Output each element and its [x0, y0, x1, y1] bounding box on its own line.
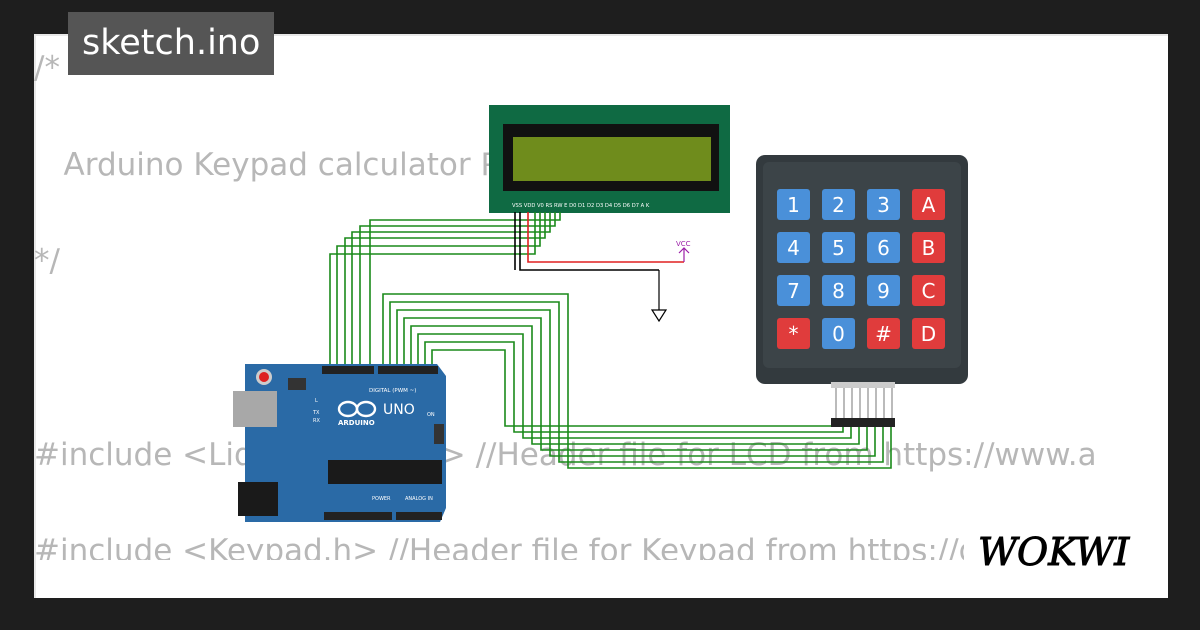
atmega-chip — [328, 460, 442, 484]
key-label: 3 — [877, 193, 890, 217]
key-label: B — [922, 236, 936, 260]
wire — [359, 212, 556, 366]
ground-symbol — [650, 270, 668, 323]
key-label: C — [922, 279, 936, 303]
wire — [396, 309, 876, 457]
keypad-connector — [831, 388, 895, 427]
analog-label: ANALOG IN — [405, 496, 433, 502]
key-label: # — [875, 322, 892, 346]
key-2[interactable] — [822, 189, 855, 220]
lcd-screen — [513, 137, 711, 181]
key-label: 1 — [787, 193, 800, 217]
key-label: 5 — [832, 236, 845, 260]
wire — [369, 212, 561, 366]
file-title-badge: sketch.ino — [68, 12, 275, 75]
key-label: 7 — [787, 279, 800, 303]
key-B[interactable] — [912, 232, 945, 263]
key-6[interactable] — [867, 232, 900, 263]
power-header — [324, 512, 392, 520]
key-3[interactable] — [867, 189, 900, 220]
code-line: /* — [34, 50, 60, 86]
code-line: */ — [34, 243, 60, 279]
led-label-tx: TX — [312, 410, 320, 416]
wire — [410, 325, 860, 445]
key-0[interactable] — [822, 318, 855, 349]
wokwi-logo-text: WOKWI — [978, 530, 1130, 574]
wire — [389, 301, 884, 463]
lcd-pin-labels: VSS VDD V0 RS RW E D0 D1 D2 D3 D4 D5 D6 … — [512, 203, 650, 209]
keypad[interactable]: 1 2 3 A 4 5 6 B 7 8 9 C * 0 # D — [756, 155, 968, 427]
arduino-logo-icon — [337, 400, 377, 418]
vcc-symbol: VCC — [676, 240, 691, 262]
on-led-label: ON — [427, 412, 435, 418]
digital-header-right — [378, 366, 438, 374]
key-label: * — [789, 322, 799, 346]
wire-group — [329, 212, 892, 469]
wire — [403, 317, 868, 451]
key-#[interactable] — [867, 318, 900, 349]
digital-header-left — [322, 366, 374, 374]
wire — [344, 212, 546, 366]
wire — [519, 212, 659, 271]
key-label: 2 — [832, 193, 845, 217]
usb-port — [233, 391, 277, 427]
key-8[interactable] — [822, 275, 855, 306]
digital-header-label: DIGITAL (PWM ~) — [369, 388, 416, 394]
key-C[interactable] — [912, 275, 945, 306]
keypad-keys: 1 2 3 A 4 5 6 B 7 8 9 C * 0 # D — [777, 189, 945, 349]
wire — [527, 212, 684, 263]
power-jack — [238, 482, 278, 516]
wire — [329, 212, 536, 366]
analog-header — [396, 512, 442, 520]
key-1[interactable] — [777, 189, 810, 220]
key-label: 9 — [877, 279, 890, 303]
lcd-display[interactable]: VSS VDD V0 RS RW E D0 D1 D2 D3 D4 D5 D6 … — [489, 105, 730, 213]
key-label: 0 — [832, 322, 845, 346]
key-5[interactable] — [822, 232, 855, 263]
board-brand-label: ARDUINO — [338, 419, 375, 427]
key-9[interactable] — [867, 275, 900, 306]
key-7[interactable] — [777, 275, 810, 306]
vcc-label: VCC — [676, 240, 691, 248]
arduino-uno[interactable]: UNO ARDUINO DIGITAL (PWM ~) POWER ANALOG… — [233, 364, 446, 522]
key-label: 8 — [832, 279, 845, 303]
key-A[interactable] — [912, 189, 945, 220]
code-editor: /* Arduino Keypad calculator Program */ … — [34, 50, 1098, 560]
reset-button[interactable] — [259, 372, 269, 382]
key-D[interactable] — [912, 318, 945, 349]
wire — [336, 212, 541, 366]
key-label: A — [922, 193, 936, 217]
wire — [351, 212, 551, 366]
key-label: 6 — [877, 236, 890, 260]
board-model-label: UNO — [383, 402, 415, 418]
wire — [382, 293, 892, 469]
led-label-rx: RX — [313, 418, 320, 424]
key-label: 4 — [787, 236, 800, 260]
key-label: D — [921, 322, 936, 346]
wire — [417, 333, 852, 439]
wire — [424, 341, 844, 433]
key-4[interactable] — [777, 232, 810, 263]
wokwi-logo: WOKWI — [964, 521, 1166, 581]
power-label: POWER — [372, 496, 391, 502]
led-label-l: L — [315, 398, 318, 404]
key-*[interactable] — [777, 318, 810, 349]
